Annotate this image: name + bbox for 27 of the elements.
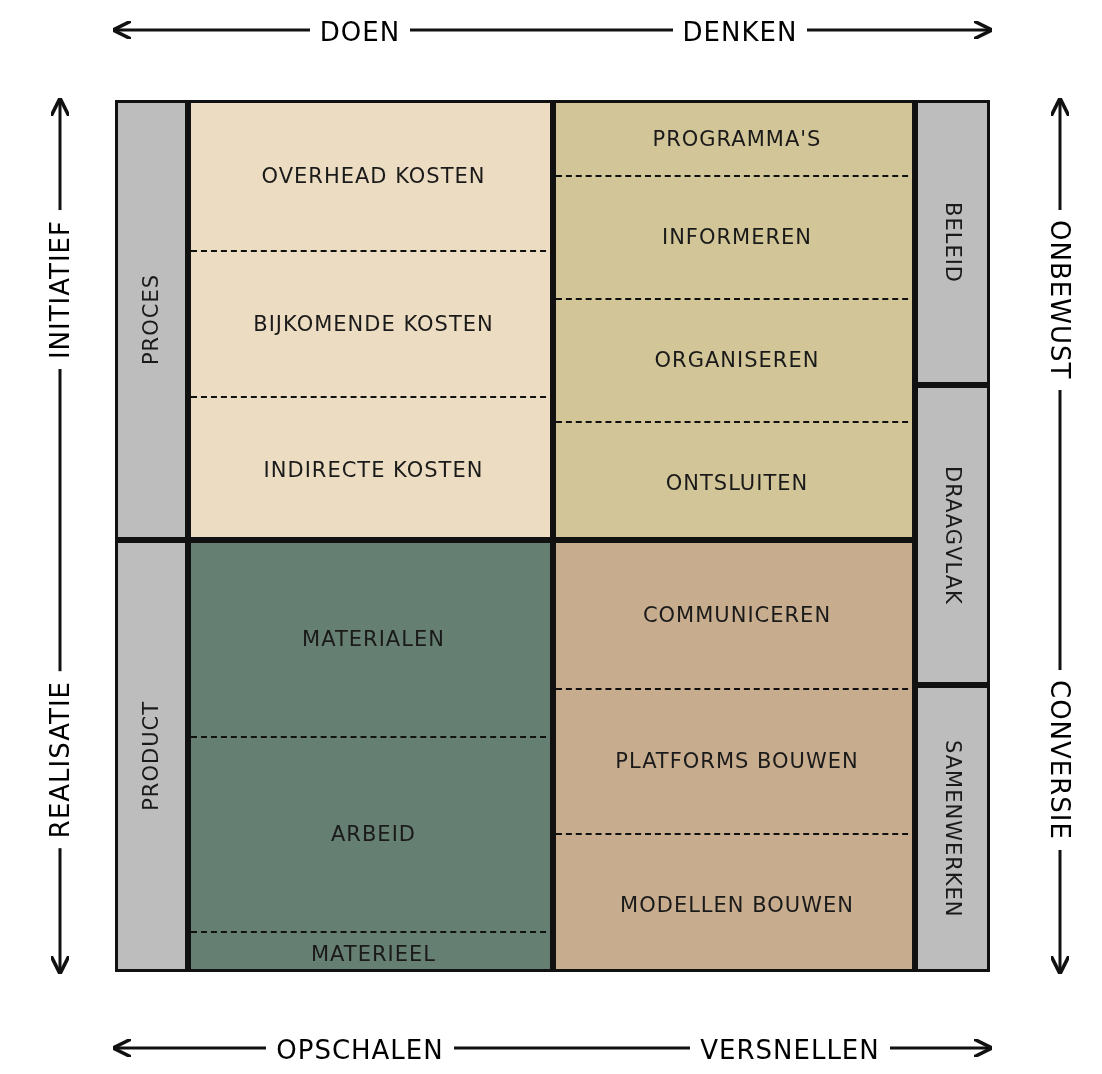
category-label: PROGRAMMA'S [652, 125, 822, 153]
category-label: MATERIALEN [302, 626, 445, 654]
category-label: PLATFORMS BOUWEN [615, 748, 859, 776]
category-label: BIJKOMENDE KOSTEN [253, 310, 494, 338]
quadrant-panel [188, 100, 553, 540]
band-label: PROCES [138, 274, 165, 366]
band-label: PRODUCT [138, 701, 165, 811]
band-label: BELEID [939, 202, 966, 283]
category-label: COMMUNICEREN [642, 602, 832, 630]
side-band [115, 540, 188, 972]
category-label: MODELLEN BOUWEN [620, 891, 854, 919]
category-label: ARBEID [331, 821, 416, 849]
side-band [115, 100, 188, 540]
side-band [915, 385, 990, 685]
category-label: INFORMEREN [661, 224, 813, 252]
side-band [915, 100, 990, 385]
quadrant-panel [188, 540, 553, 972]
category-label: ONTSLUITEN [665, 469, 809, 497]
category-label: ORGANISEREN [654, 347, 820, 375]
quadrant-panel [553, 540, 915, 972]
category-label: MATERIEEL [311, 940, 436, 968]
category-label: INDIRECTE KOSTEN [263, 457, 484, 485]
band-label: SAMENWERKEN [939, 739, 966, 918]
category-label: OVERHEAD KOSTEN [261, 163, 486, 191]
side-band [915, 685, 990, 972]
band-label: DRAAGVLAK [939, 465, 966, 605]
quadrant-panel [553, 100, 915, 540]
